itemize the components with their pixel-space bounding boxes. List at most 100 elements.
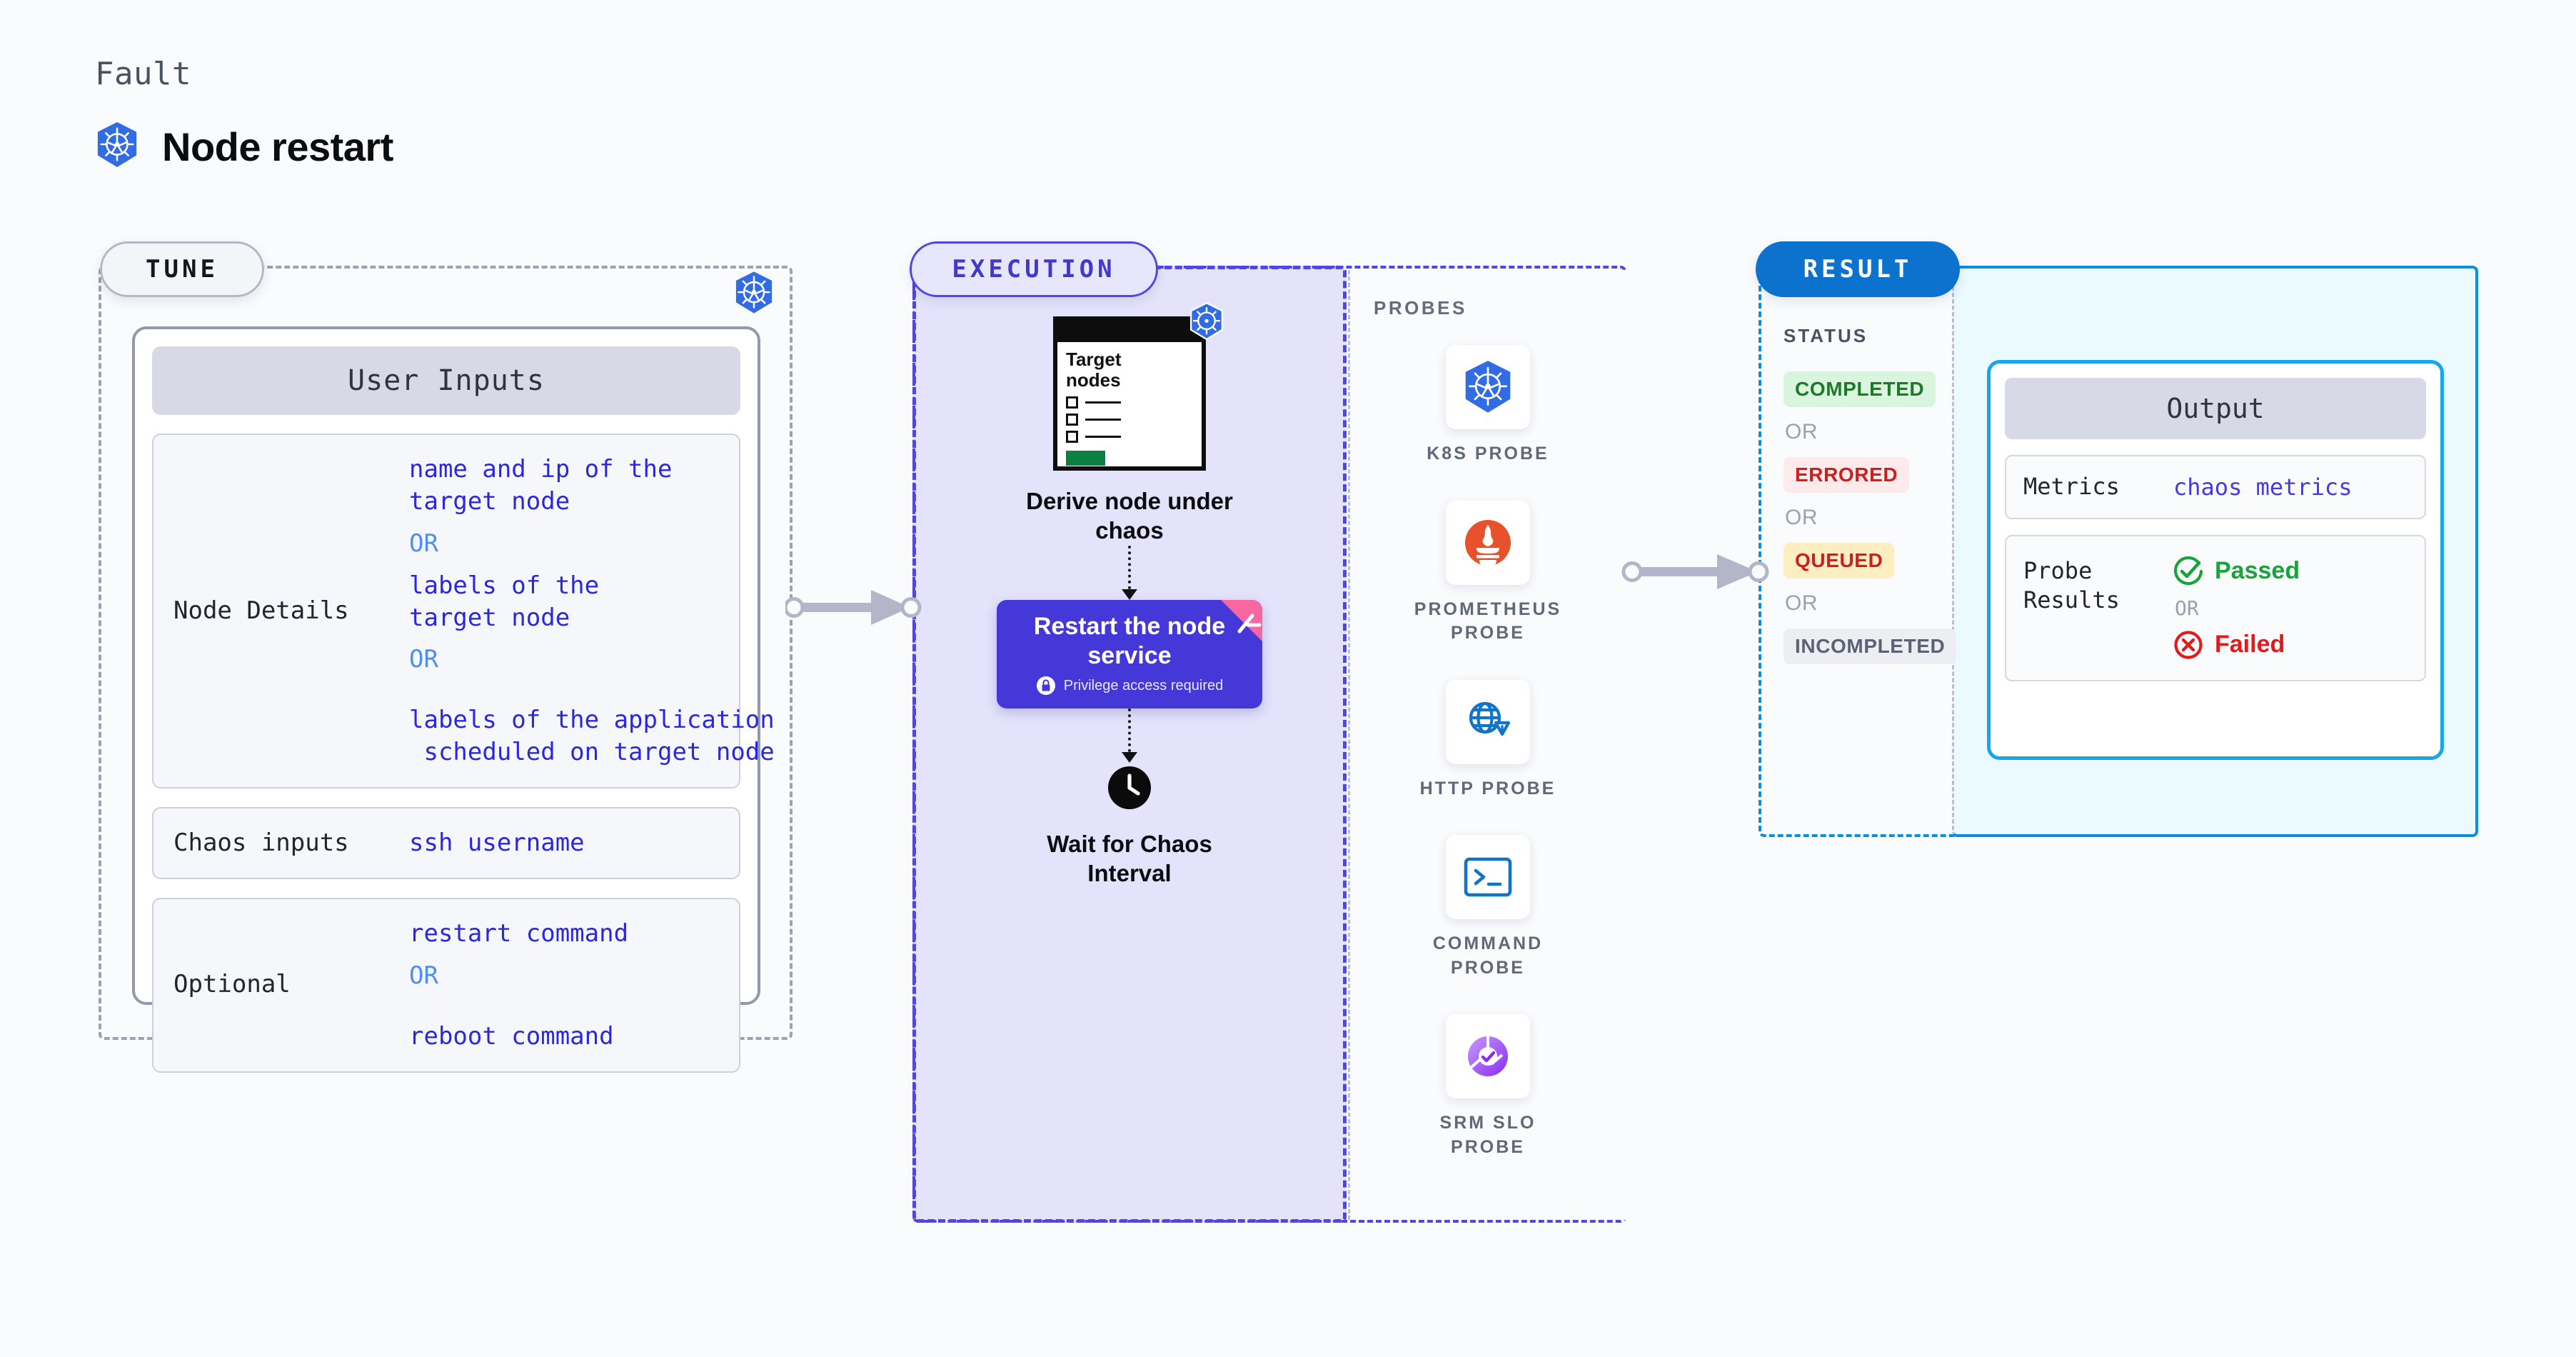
dotted-line bbox=[1128, 545, 1131, 589]
row-label: Node Details bbox=[173, 596, 349, 625]
prometheus-icon bbox=[1465, 519, 1511, 569]
line-dash bbox=[1085, 419, 1121, 421]
terminal-icon bbox=[1464, 857, 1512, 897]
probe-item-srm-slo[interactable]: SRM SLO PROBE bbox=[1395, 1014, 1581, 1159]
input-value: ssh username bbox=[409, 828, 585, 857]
input-value: restart command bbox=[409, 918, 629, 948]
user-inputs-title: User Inputs bbox=[152, 346, 740, 415]
flow-connector-down bbox=[1122, 545, 1137, 600]
doc-checkbox-list bbox=[1057, 391, 1202, 444]
probe-tile bbox=[1446, 1014, 1530, 1098]
probe-label: COMMAND PROBE bbox=[1432, 933, 1544, 978]
probe-item-http[interactable]: HTTP PROBE bbox=[1395, 679, 1581, 801]
kubernetes-icon bbox=[1189, 301, 1224, 344]
input-value: labels of the target node bbox=[409, 571, 600, 632]
status-badge-queued: QUEUED bbox=[1783, 543, 1895, 579]
probe-label: PROMETHEUS PROBE bbox=[1414, 599, 1562, 644]
or-separator: OR bbox=[409, 529, 438, 558]
doc-checkbox-row bbox=[1066, 431, 1202, 444]
probe-label: SRM SLO PROBE bbox=[1439, 1113, 1536, 1157]
status-column: STATUS COMPLETED OR ERRORED OR QUEUED OR… bbox=[1783, 325, 1957, 664]
probe-label: HTTP PROBE bbox=[1419, 778, 1556, 798]
row-values: restart command OR reboot command bbox=[409, 918, 628, 1053]
flow-connector-down bbox=[1122, 708, 1137, 763]
connector-execution-to-result bbox=[1621, 554, 1769, 589]
fault-kicker: Fault bbox=[95, 56, 191, 92]
status-list: COMPLETED OR ERRORED OR QUEUED OR INCOMP… bbox=[1783, 371, 1957, 664]
verdict-label: Passed bbox=[2215, 557, 2300, 585]
input-value: name and ip of the target node bbox=[409, 455, 673, 516]
verdict-failed: Failed bbox=[2173, 630, 2300, 660]
checkbox-icon bbox=[1066, 414, 1078, 426]
or-separator: OR bbox=[1785, 591, 1818, 615]
row-values: name and ip of the target node OR labels… bbox=[409, 454, 775, 768]
probe-label: K8S PROBE bbox=[1427, 444, 1549, 464]
status-badge-errored: ERRORED bbox=[1783, 457, 1910, 493]
target-nodes-doc: Target nodes bbox=[1053, 301, 1224, 471]
row-label: Chaos inputs bbox=[173, 828, 349, 857]
execution-column: Target nodes bbox=[912, 300, 1347, 888]
input-value: reboot command bbox=[409, 1021, 614, 1051]
phase-pill-tune[interactable]: TUNE bbox=[100, 241, 264, 297]
output-title: Output bbox=[2005, 378, 2426, 439]
doc-topbar bbox=[1057, 321, 1202, 342]
doc-checkbox-row bbox=[1066, 396, 1202, 409]
metrics-value: chaos metrics bbox=[2173, 473, 2353, 501]
tune-row-node-details: Node Details name and ip of the target n… bbox=[152, 434, 775, 788]
connector-tune-to-execution bbox=[785, 590, 922, 625]
clock-icon bbox=[1107, 766, 1152, 813]
probe-tile bbox=[1446, 835, 1530, 919]
probe-item-k8s[interactable]: K8S PROBE bbox=[1395, 345, 1581, 466]
probe-item-prometheus[interactable]: PROMETHEUS PROBE bbox=[1395, 500, 1581, 646]
doc-title: Target nodes bbox=[1066, 349, 1122, 391]
fault-title-row: Node restart bbox=[95, 121, 393, 172]
probe-tile bbox=[1446, 679, 1530, 764]
ribbon-tag-icon bbox=[1221, 599, 1262, 641]
status-heading: STATUS bbox=[1783, 325, 1868, 346]
tune-row-optional: Optional restart command OR reboot comma… bbox=[152, 897, 740, 1073]
output-row-probe-results: Probe Results Passed OR Faile bbox=[2005, 534, 2426, 681]
checkbox-icon bbox=[1066, 431, 1078, 444]
doc-highlight-bar bbox=[1066, 451, 1105, 466]
dotted-line bbox=[1128, 708, 1131, 752]
lock-icon bbox=[1036, 676, 1055, 696]
arrow-down-icon bbox=[1122, 751, 1137, 763]
action-title: Restart the node service bbox=[1033, 612, 1226, 669]
restart-node-service-box[interactable]: Restart the node service Privilege acces… bbox=[997, 599, 1262, 708]
probes-heading: PROBES bbox=[1374, 297, 1467, 319]
or-separator: OR bbox=[2175, 596, 2199, 620]
probe-tile bbox=[1446, 500, 1530, 585]
checkbox-icon bbox=[1066, 396, 1078, 409]
or-separator: OR bbox=[1785, 420, 1818, 444]
tune-row-chaos-inputs: Chaos inputs ssh username bbox=[152, 807, 740, 879]
arrow-down-icon bbox=[1122, 589, 1137, 600]
verdict-label: Failed bbox=[2215, 631, 2285, 659]
doc-checkbox-row bbox=[1066, 414, 1202, 426]
wait-interval-caption: Wait for Chaos Interval bbox=[1047, 830, 1212, 886]
probe-list: K8S PROBE PROMETHEUS PROBE bbox=[1348, 345, 1628, 1159]
phase-pill-execution[interactable]: EXECUTION bbox=[910, 241, 1158, 297]
row-values: ssh username bbox=[409, 827, 585, 859]
probe-item-command[interactable]: COMMAND PROBE bbox=[1395, 835, 1581, 980]
http-globe-icon bbox=[1469, 701, 1511, 736]
input-value: labels of the application scheduled on t… bbox=[409, 706, 775, 767]
user-inputs-card: User Inputs Node Details name and ip of … bbox=[132, 326, 775, 1073]
privilege-note-text: Privilege access required bbox=[1063, 677, 1224, 693]
or-separator: OR bbox=[409, 961, 438, 990]
tune-kubernetes-icon bbox=[733, 269, 775, 319]
output-row-metrics: Metrics chaos metrics bbox=[2005, 455, 2426, 519]
status-badge-incompleted: INCOMPLETED bbox=[1783, 629, 1957, 664]
x-circle-icon bbox=[2174, 630, 2203, 659]
phase-pill-result[interactable]: RESULT bbox=[1756, 241, 1960, 297]
result-region bbox=[1759, 266, 2478, 837]
verdict-list: Passed OR Failed bbox=[2173, 556, 2300, 660]
privilege-note: Privilege access required bbox=[1036, 676, 1223, 696]
row-label: Probe Results bbox=[2023, 556, 2120, 614]
or-separator: OR bbox=[1785, 506, 1818, 529]
kubernetes-icon bbox=[1465, 361, 1511, 413]
probes-column: PROBES bbox=[1348, 270, 1628, 1159]
verdict-passed: Passed bbox=[2173, 556, 2300, 586]
output-card: Output Metrics chaos metrics Probe Resul… bbox=[1987, 360, 2444, 760]
srm-slo-icon bbox=[1468, 1036, 1508, 1076]
